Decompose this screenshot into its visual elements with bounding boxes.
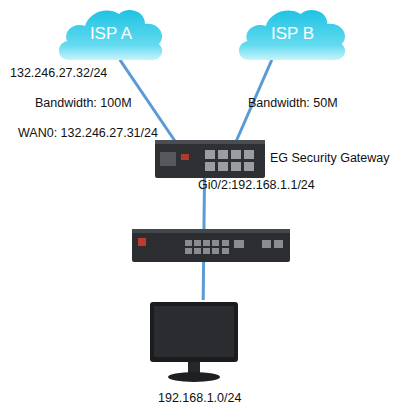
gateway-lan-port: [205, 162, 215, 171]
switch-logo: [138, 238, 146, 246]
gateway-lan-port: [218, 162, 228, 171]
gateway-top: [155, 140, 265, 144]
gateway-lan-port: [244, 150, 254, 159]
gateway-lan-port: [231, 150, 241, 159]
isp-cloud: ISP B: [235, 4, 350, 64]
switch-ports: [185, 240, 283, 254]
pc-monitor: 192.168.1.0/24: [148, 300, 240, 384]
monitor-bezel: [150, 302, 238, 362]
gateway-body: [155, 140, 265, 178]
gateway-lan-port: [244, 162, 254, 171]
cloud-label: ISP B: [235, 24, 350, 44]
gateway-port: [160, 152, 176, 166]
device-label: EG Security Gateway: [270, 151, 390, 165]
monitor-stand: [168, 372, 220, 382]
gateway-lan-port: [218, 150, 228, 159]
switch-top: [132, 229, 290, 233]
gateway-lan-port: [205, 150, 215, 159]
address-label: WAN0: 132.246.27.31/24: [18, 126, 158, 140]
gateway-logo: [181, 154, 189, 160]
address-label: Gi0/2:192.168.1.1/24: [198, 178, 315, 192]
gateway-shape: [155, 140, 265, 178]
address-label: 132.246.27.32/24: [10, 66, 107, 80]
device-label: 192.168.1.0/24: [158, 391, 241, 405]
monitor-screen: [154, 306, 234, 357]
switch-body: [132, 229, 290, 262]
bandwidth-label: Bandwidth: 100M: [35, 96, 132, 110]
security-gateway: EG Security Gateway: [155, 140, 265, 178]
isp-cloud: ISP A: [55, 4, 167, 64]
bandwidth-label: Bandwidth: 50M: [248, 96, 338, 110]
cloud-label: ISP A: [55, 24, 167, 44]
monitor-shape: [148, 300, 240, 384]
gateway-lan-port: [231, 162, 241, 171]
